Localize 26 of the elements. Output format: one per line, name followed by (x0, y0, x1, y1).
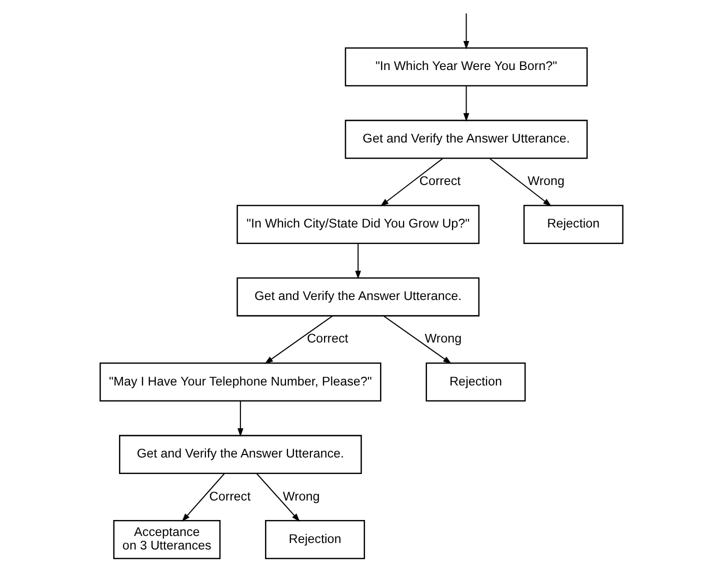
arrow (489, 158, 552, 206)
arrow (238, 401, 244, 437)
arrow (355, 244, 362, 280)
arrow (463, 13, 470, 50)
edge-label: Correct (306, 332, 348, 346)
edge-label: Correct (209, 489, 251, 504)
node-box: Get and Verify the Answer Utterance. (236, 277, 480, 316)
arrow (256, 473, 300, 522)
node-box: "In Which Year Were You Born?" (344, 47, 588, 86)
arrow (380, 158, 444, 206)
node-box: "In Which City/State Did You Grow Up?" (236, 204, 480, 244)
edge-label: Wrong (424, 332, 462, 346)
arrow (264, 316, 333, 364)
edge-label: Wrong (282, 489, 320, 504)
arrow (463, 86, 470, 122)
edge-label: Wrong (528, 174, 565, 188)
node-box: Get and Verify the Answer Utterance. (119, 434, 362, 474)
edge-label: Correct (419, 174, 461, 188)
node-box: Acceptance on 3 Utterances (113, 520, 221, 560)
arrow (383, 316, 452, 364)
node-box: Rejection (426, 362, 526, 402)
arrow (182, 473, 225, 522)
node-box: Rejection (265, 520, 366, 560)
node-box: Get and Verify the Answer Utterance. (344, 120, 588, 159)
node-box: "May I Have Your Telephone Number, Please?" (100, 362, 382, 402)
node-box: Rejection (523, 204, 624, 244)
